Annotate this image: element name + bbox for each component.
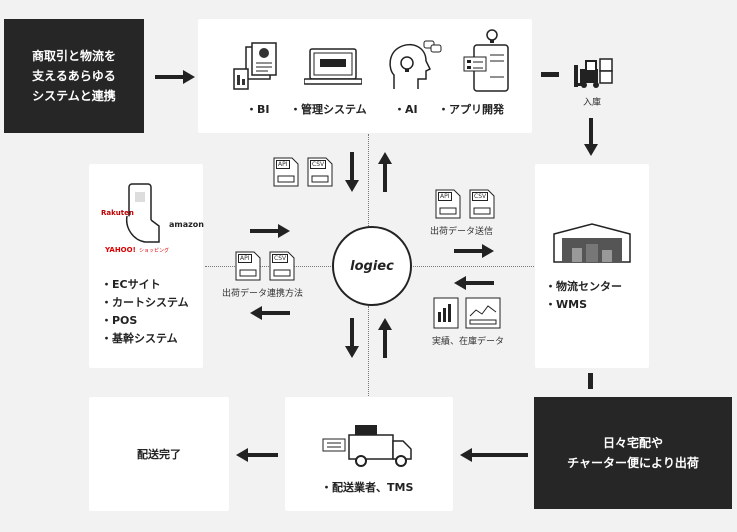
carrier-label: ・配送業者、TMS xyxy=(321,481,414,494)
logiec-logo-circle: logiec xyxy=(332,226,412,306)
dotted-line-left xyxy=(205,266,333,267)
yahoo-logo: YAHOO! xyxy=(105,246,136,254)
delivery-complete-card: 配送完了 xyxy=(89,397,229,511)
tool-label-bi: ・BI xyxy=(246,103,270,116)
forklift-icon xyxy=(574,58,613,88)
dotted-line-right xyxy=(413,266,534,267)
tools-card: ・BI ・管理システム ・AI ・アプリ開発 xyxy=(198,19,532,133)
warehouse-icon xyxy=(553,223,631,263)
delivery-box: 日々宅配や チャーター便により出荷 xyxy=(534,397,732,509)
arrow-right-left-top xyxy=(250,224,290,238)
delivery-truck-icon xyxy=(322,425,412,467)
mobile-app-icon xyxy=(463,29,509,92)
doc-pair-right: API CSV xyxy=(434,188,500,224)
arrow-up-top xyxy=(378,152,392,192)
bi-report-icon xyxy=(233,42,277,90)
doc-api-badge: API xyxy=(238,254,252,263)
rakuten-logo: Rakuten xyxy=(101,209,134,217)
receiving-label: 入庫 xyxy=(583,98,602,108)
label-results-inventory: 実績、在庫データ xyxy=(432,337,505,347)
ec-item: ・POS xyxy=(101,314,138,327)
dotted-line-top xyxy=(368,134,369,226)
ec-card: Rakuten amazon YAHOO! ショッピング ・ECサイト ・カート… xyxy=(89,164,204,368)
report-data-icon xyxy=(433,297,501,329)
arrow-down-receiving xyxy=(584,118,598,156)
doc-api-badge: API xyxy=(276,160,290,169)
warehouse-item: ・物流センター xyxy=(545,280,622,293)
yahoo-sub-logo: ショッピング xyxy=(139,248,170,254)
warehouse-list: ・物流センター ・WMS xyxy=(545,278,622,314)
connector-dash-vertical xyxy=(588,373,593,389)
arrow-down-bottom xyxy=(345,318,359,358)
ec-list: ・ECサイト ・カートシステム ・POS ・基幹システム xyxy=(101,276,189,348)
arrow-up-bottom xyxy=(378,318,392,358)
doc-api-badge: API xyxy=(438,192,452,201)
ec-item: ・カートシステム xyxy=(101,296,189,309)
doc-csv-badge: CSV xyxy=(272,254,289,263)
arrow-down-top xyxy=(345,152,359,192)
warehouse-card: ・物流センター ・WMS xyxy=(535,164,649,368)
doc-csv-badge: CSV xyxy=(472,192,489,201)
arrow-right-1 xyxy=(155,70,195,84)
doc-csv-badge: CSV xyxy=(310,160,327,169)
doc-pair-top: API CSV xyxy=(272,156,338,192)
dotted-line-bottom xyxy=(368,306,369,396)
amazon-logo: amazon xyxy=(169,220,204,229)
warehouse-item: ・WMS xyxy=(545,298,588,311)
tool-label-ai: ・AI xyxy=(394,103,418,116)
integration-box: 商取引と物流を 支えるあらゆる システムと連携 xyxy=(4,19,144,133)
doc-pair-left: API CSV xyxy=(234,250,300,286)
ec-item: ・基幹システム xyxy=(101,332,178,345)
logiec-logo: logiec xyxy=(350,258,394,274)
tool-label-app: ・アプリ開発 xyxy=(438,103,504,116)
label-shipping-link-method: 出荷データ連携方法 xyxy=(222,289,304,299)
arrow-left-right-bottom xyxy=(454,276,494,290)
carrier-card: ・配送業者、TMS xyxy=(285,397,453,511)
ai-head-icon xyxy=(389,40,442,89)
arrow-left-left-bottom xyxy=(250,306,290,320)
arrow-left-delivery xyxy=(460,448,528,462)
connector-dash xyxy=(541,72,559,77)
integration-text: 商取引と物流を 支えるあらゆる システムと連携 xyxy=(31,49,116,103)
label-shipping-data-send: 出荷データ送信 xyxy=(430,227,494,237)
delivery-text: 日々宅配や チャーター便により出荷 xyxy=(567,436,699,470)
ec-item: ・ECサイト xyxy=(101,278,161,291)
arrow-left-carrier xyxy=(236,448,278,462)
tool-label-management: ・管理システム xyxy=(290,103,367,116)
phone-hand-icon xyxy=(125,183,160,243)
arrow-right-right-top xyxy=(454,244,494,258)
laptop-icon xyxy=(304,48,362,85)
delivery-complete-label: 配送完了 xyxy=(137,448,181,461)
